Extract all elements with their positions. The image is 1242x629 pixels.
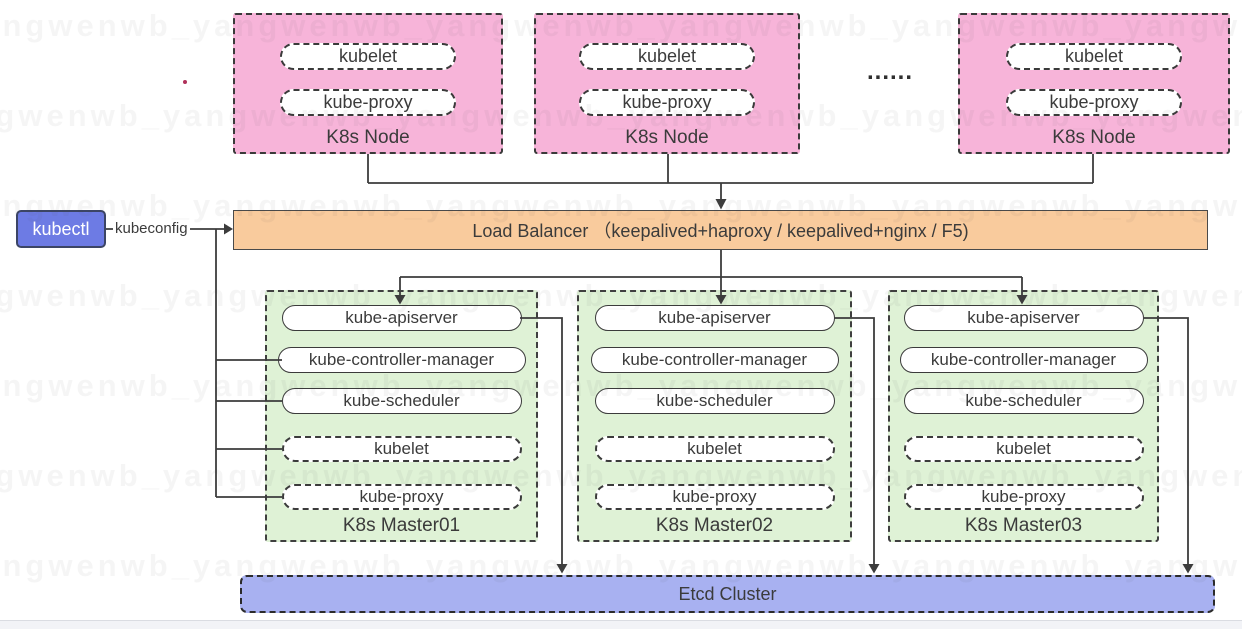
k8s-node-box-3: kubelet kube-proxy K8s Node	[958, 13, 1230, 154]
arrow-down-into-etcd-2	[868, 564, 880, 574]
kubelet-pill: kubelet	[594, 436, 835, 462]
kube-proxy-pill: kube-proxy	[281, 484, 522, 510]
kubelet-pill: kubelet	[1006, 43, 1182, 70]
kube-apiserver-pill: kube-apiserver	[903, 305, 1144, 331]
arrow-down-into-load-balancer	[715, 199, 727, 210]
node-label: K8s Node	[326, 127, 410, 148]
kubelet-pill: kubelet	[281, 436, 522, 462]
kubelet-pill: kubelet	[280, 43, 456, 70]
kube-proxy-pill: kube-proxy	[903, 484, 1144, 510]
bottom-edge-strip	[0, 620, 1242, 629]
kube-proxy-pill: kube-proxy	[579, 89, 755, 116]
kube-controller-manager-pill: kube-controller-manager	[590, 347, 839, 373]
red-dot-artifact	[183, 80, 187, 84]
kube-controller-manager-pill: kube-controller-manager	[277, 347, 526, 373]
kube-apiserver-pill: kube-apiserver	[281, 305, 522, 331]
load-balancer-bar: Load Balancer （keepalived+haproxy / keep…	[233, 210, 1208, 250]
arrow-right-into-load-balancer	[224, 223, 233, 235]
node-label: K8s Node	[1052, 127, 1136, 148]
master-label: K8s Master01	[342, 515, 461, 536]
arrow-down-into-etcd-1	[556, 564, 568, 574]
more-nodes-ellipsis: ......	[866, 58, 913, 85]
k8s-node-box-1: kubelet kube-proxy K8s Node	[233, 13, 503, 154]
arrow-down-into-etcd-3	[1182, 564, 1194, 574]
kubeconfig-connection-label: kubeconfig	[113, 220, 190, 237]
kube-scheduler-pill: kube-scheduler	[281, 388, 522, 414]
master-label: K8s Master02	[655, 515, 774, 536]
master-label: K8s Master03	[964, 515, 1083, 536]
k8s-master-box-1: kube-apiserver kube-controller-manager k…	[265, 290, 538, 542]
kube-proxy-pill: kube-proxy	[594, 484, 835, 510]
kubelet-pill: kubelet	[903, 436, 1144, 462]
kube-proxy-pill: kube-proxy	[1006, 89, 1182, 116]
k8s-master-box-2: kube-apiserver kube-controller-manager k…	[577, 290, 852, 542]
kube-scheduler-pill: kube-scheduler	[594, 388, 835, 414]
kube-controller-manager-pill: kube-controller-manager	[899, 347, 1148, 373]
node-label: K8s Node	[625, 127, 709, 148]
kubectl-box: kubectl	[16, 210, 106, 248]
etcd-cluster-bar: Etcd Cluster	[240, 575, 1215, 613]
kubelet-pill: kubelet	[579, 43, 755, 70]
kube-apiserver-pill: kube-apiserver	[594, 305, 835, 331]
k8s-node-box-2: kubelet kube-proxy K8s Node	[534, 13, 800, 154]
kube-proxy-pill: kube-proxy	[280, 89, 456, 116]
kube-scheduler-pill: kube-scheduler	[903, 388, 1144, 414]
k8s-master-box-3: kube-apiserver kube-controller-manager k…	[888, 290, 1159, 542]
